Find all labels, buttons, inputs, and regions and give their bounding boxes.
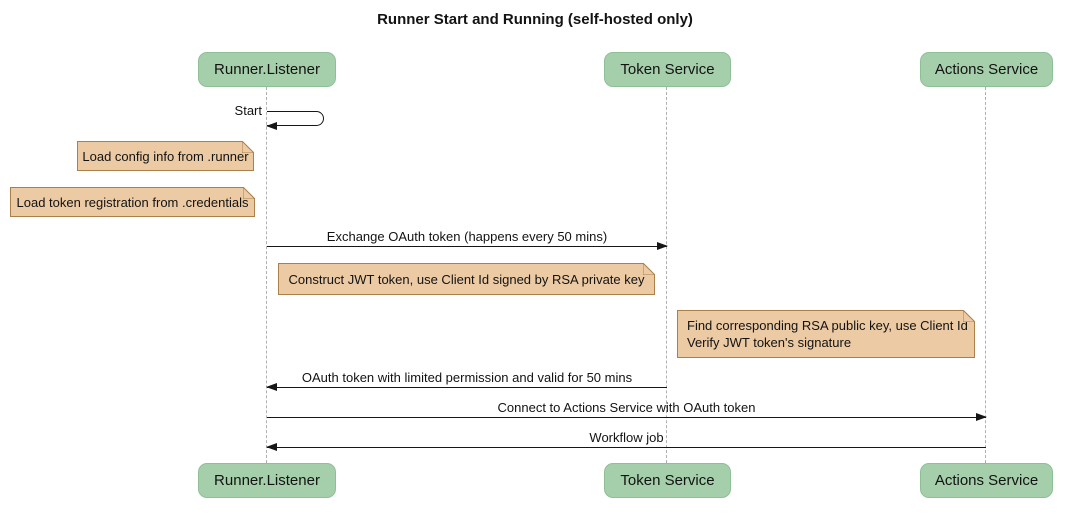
note-load-config: Load config info from .runner [77, 141, 254, 171]
note-fold-icon [643, 263, 655, 275]
participant-label: Token Service [620, 472, 715, 489]
self-message-loop-arrow [266, 111, 324, 130]
arrowhead-left-icon [266, 383, 277, 391]
arrowhead-right-icon [976, 413, 987, 421]
message-label-connect-actions: Connect to Actions Service with OAuth to… [497, 400, 756, 415]
self-message-label: Start [234, 103, 262, 118]
message-label-workflow-job: Workflow job [589, 430, 664, 445]
participant-label: Runner.Listener [214, 472, 320, 489]
lifeline-token-service [666, 87, 667, 463]
participant-actions-service-bottom: Actions Service [920, 463, 1053, 498]
message-arrow-connect-actions [267, 413, 987, 421]
lifeline-actions-service [985, 87, 986, 463]
participant-label: Actions Service [934, 61, 1039, 78]
message-label-exchange-oauth: Exchange OAuth token (happens every 50 m… [326, 229, 608, 244]
note-load-token-registration: Load token registration from .credential… [10, 187, 255, 217]
note-text: Load config info from .runner [82, 148, 249, 164]
message-label-oauth-token-returned: OAuth token with limited permission and … [301, 370, 633, 385]
note-text: Load token registration from .credential… [16, 194, 249, 210]
participant-token-service-bottom: Token Service [604, 463, 731, 498]
note-fold-icon [242, 141, 254, 153]
participant-label: Token Service [620, 61, 715, 78]
note-text-line1: Find corresponding RSA public key, use C… [687, 318, 968, 333]
note-text-line2: Verify JWT token's signature [687, 335, 852, 350]
note-verify-jwt: Find corresponding RSA public key, use C… [677, 310, 975, 358]
lifeline-runner-listener [266, 87, 267, 463]
note-fold-icon [243, 187, 255, 199]
arrowhead-left-icon [266, 443, 277, 451]
participant-runner-listener-top: Runner.Listener [198, 52, 336, 87]
participant-label: Actions Service [934, 472, 1039, 489]
arrowhead-right-icon [657, 242, 668, 250]
message-arrow-workflow-job [266, 443, 986, 451]
participant-token-service-top: Token Service [604, 52, 731, 87]
diagram-title: Runner Start and Running (self-hosted on… [377, 11, 693, 28]
note-fold-icon [963, 310, 975, 322]
note-construct-jwt: Construct JWT token, use Client Id signe… [278, 263, 655, 295]
message-arrow-oauth-token-returned [266, 383, 667, 391]
participant-label: Runner.Listener [214, 61, 320, 78]
arrowhead-left-icon [266, 122, 277, 130]
message-arrow-exchange-oauth [267, 242, 668, 250]
participant-runner-listener-bottom: Runner.Listener [198, 463, 336, 498]
participant-actions-service-top: Actions Service [920, 52, 1053, 87]
note-text: Construct JWT token, use Client Id signe… [288, 271, 645, 287]
